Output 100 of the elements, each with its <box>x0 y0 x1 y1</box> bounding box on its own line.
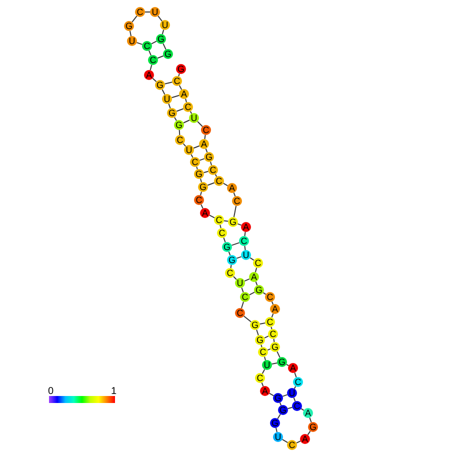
connector-line <box>200 178 202 183</box>
nucleotide-circle: C <box>201 125 211 135</box>
nucleotide-circle: A <box>241 222 251 232</box>
connector-line <box>184 98 188 103</box>
scale-value: 1 <box>111 387 117 397</box>
connector-line <box>210 161 212 166</box>
connector-line <box>277 414 281 420</box>
nucleotide-circle: G <box>204 152 214 162</box>
connector-line <box>233 205 237 218</box>
connector-line <box>168 103 171 109</box>
nucleotide-circle: C <box>265 317 275 327</box>
nucleotide-circle: A <box>303 408 313 418</box>
nucleotide-circle: C <box>172 76 182 86</box>
nucleotide-circle: C <box>217 228 227 238</box>
connector-line <box>197 121 203 127</box>
connector-line <box>204 134 206 140</box>
nucleotide-circle: C <box>253 258 263 268</box>
connector-line <box>136 42 143 45</box>
nucleotide-circle: G <box>250 320 260 330</box>
nucleotide-circle: C <box>135 7 145 17</box>
nucleotide-circle: G <box>273 393 283 403</box>
nucleotide-circle: G <box>308 422 318 432</box>
connector-line <box>230 264 232 269</box>
scale-value: 0 <box>48 387 54 397</box>
connector-line <box>264 356 266 361</box>
nucleotide-circle: A <box>179 89 189 99</box>
connector-line <box>282 438 288 444</box>
nucleotide-circle: G <box>255 335 265 345</box>
connector-line <box>148 50 152 56</box>
nucleotide-circle: U <box>160 20 170 30</box>
connector-line <box>231 242 240 246</box>
nucleotide-circle: C <box>142 41 152 51</box>
connector-line <box>250 257 254 261</box>
nucleotide-circle: G <box>227 255 237 265</box>
connector-line <box>309 417 312 423</box>
connector-line <box>307 430 311 436</box>
nucleotide-circle: G <box>174 120 184 130</box>
nucleotide-circle: G <box>222 242 232 252</box>
nucleotide-circle: U <box>273 432 283 442</box>
connector-line <box>196 166 198 170</box>
nucleotide-circle: A <box>249 272 259 282</box>
connector-line <box>150 64 152 71</box>
connector-line <box>271 362 278 365</box>
connector-line <box>273 338 275 343</box>
connector-line <box>171 94 180 98</box>
connector-line <box>300 408 304 411</box>
nucleotide-circle: C <box>240 292 250 302</box>
nucleotide-circle: A <box>260 386 270 396</box>
nucleotide-circle: A <box>200 208 210 218</box>
connector-line <box>241 287 244 293</box>
connector-line <box>199 158 205 161</box>
nucleotide-circle: C <box>214 215 224 225</box>
connector-line <box>152 78 157 82</box>
nucleotide-circle: C <box>265 292 275 302</box>
nucleotide-circle: C <box>268 329 278 339</box>
nucleotide-circle: U <box>235 278 245 288</box>
nucleotide-circle: C <box>235 308 245 318</box>
connector-line <box>233 276 237 280</box>
connector-line <box>220 224 222 229</box>
nucleotide-circle: U <box>241 250 251 260</box>
nucleotide-circle: C <box>292 401 302 411</box>
nucleotide-circle: U <box>287 388 297 398</box>
connector-line <box>259 322 266 325</box>
nucleotide-circle: G <box>254 285 264 295</box>
nucleotide-circle: C <box>255 373 265 383</box>
nucleotide-circle: A <box>300 434 310 444</box>
nucleotide-circle: G <box>156 34 166 44</box>
connector-line <box>164 82 173 84</box>
nucleotide-circle: G <box>194 169 204 179</box>
connector-line <box>241 301 244 309</box>
nucleotide-circle: C <box>232 196 242 206</box>
nucleotide-circle: U <box>162 94 172 104</box>
nucleotide-circle: A <box>227 183 237 193</box>
nucleotide-circle: G <box>163 49 173 59</box>
connector-line <box>223 237 226 243</box>
nucleotide-circle: C <box>214 176 224 186</box>
connector-line <box>178 130 180 136</box>
nucleotide-circle: G <box>124 21 134 31</box>
nucleotide-circle: U <box>262 360 272 370</box>
nucleotide-circle: C <box>175 135 185 145</box>
nucleotide-circle: U <box>127 36 137 46</box>
nucleotide-circle: C <box>239 236 249 246</box>
connector-line <box>294 372 297 378</box>
nucleotide-circle: G <box>228 217 238 227</box>
nucleotide-circle: C <box>183 102 193 112</box>
connector-line <box>236 256 242 259</box>
nucleotide-circle: C <box>287 440 297 450</box>
connector-line <box>244 231 246 237</box>
nucleotide-circle: C <box>225 268 235 278</box>
connector-line <box>276 427 278 433</box>
nucleotide-circle: G <box>198 182 208 192</box>
connector-line <box>200 191 202 196</box>
nucleotide-circle: G <box>176 64 186 74</box>
connector-line <box>256 329 259 336</box>
connector-line <box>158 15 162 22</box>
nucleotide-circle: G <box>270 418 280 428</box>
connector-line <box>244 245 246 251</box>
nucleotide-circle: C <box>194 195 204 205</box>
nucleotide-circle: C <box>293 377 303 387</box>
connector-line <box>132 15 138 23</box>
